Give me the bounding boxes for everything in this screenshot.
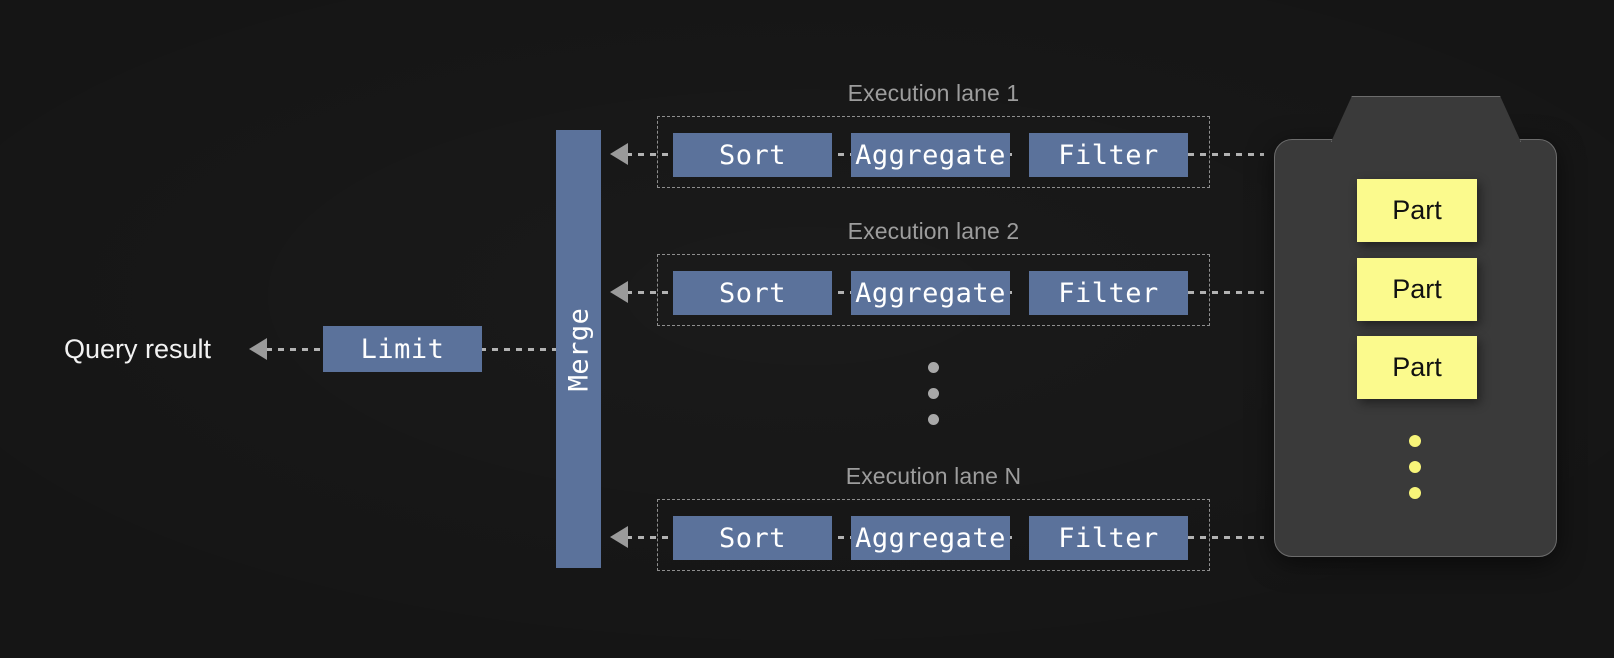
part-ellipsis-dot: [1409, 435, 1421, 447]
arrow-to-query-result: [249, 338, 267, 360]
lane-ellipsis: [928, 362, 939, 425]
limit-operator-label: Limit: [360, 333, 445, 365]
connector-lane-2-to-table: [1188, 291, 1264, 294]
lane-1-operator-aggregate-label: Aggregate: [855, 139, 1006, 171]
lane-1-operator-aggregate[interactable]: Aggregate: [851, 133, 1010, 177]
lane-n-operator-filter-label: Filter: [1058, 522, 1159, 554]
part-box-1[interactable]: Part: [1357, 179, 1477, 242]
connector-lane-n-to-merge: [626, 536, 676, 539]
table-data-tab-seam: [1341, 138, 1511, 142]
lane-n-operator-sort[interactable]: Sort: [673, 516, 832, 560]
lane-2-operator-sort[interactable]: Sort: [673, 271, 832, 315]
connector-lane-n-sort-aggregate: [826, 536, 856, 539]
part-ellipsis-dot: [1409, 461, 1421, 473]
lane-title-1: Execution lane 1: [847, 80, 1020, 106]
lane-1-operator-filter[interactable]: Filter: [1029, 133, 1188, 177]
lane-ellipsis-dot: [928, 362, 939, 373]
connector-merge-to-limit: [480, 348, 558, 351]
connector-lane-1-sort-aggregate: [826, 153, 856, 156]
lane-n-operator-sort-label: Sort: [718, 522, 787, 554]
merge-operator[interactable]: Merge: [556, 130, 601, 568]
lane-n-operator-filter[interactable]: Filter: [1029, 516, 1188, 560]
lane-n-operator-aggregate[interactable]: Aggregate: [851, 516, 1010, 560]
merge-operator-label: Merge: [563, 307, 594, 391]
lane-title-2: Execution lane 2: [847, 218, 1020, 244]
part-box-1-label: Part: [1392, 195, 1442, 225]
lane-2-operator-aggregate[interactable]: Aggregate: [851, 271, 1010, 315]
lane-2-operator-filter-label: Filter: [1058, 277, 1159, 309]
limit-operator[interactable]: Limit: [323, 326, 482, 372]
connector-lane-2-to-merge: [626, 291, 676, 294]
lane-1-operator-sort[interactable]: Sort: [673, 133, 832, 177]
arrow-lane-2-to-merge: [610, 281, 628, 303]
part-ellipsis: [1409, 435, 1421, 499]
arrow-lane-n-to-merge: [610, 526, 628, 548]
query-result-label: Query result: [64, 334, 212, 364]
lane-frame-2: [657, 254, 1210, 326]
part-ellipsis-dot: [1409, 487, 1421, 499]
lane-2-operator-aggregate-label: Aggregate: [855, 277, 1006, 309]
connector-limit-to-result: [266, 348, 326, 351]
lane-title-n: Execution lane N: [845, 463, 1022, 489]
connector-lane-n-to-table: [1188, 536, 1264, 539]
lane-ellipsis-dot: [928, 414, 939, 425]
connector-lane-1-to-table: [1188, 153, 1264, 156]
lane-n-operator-aggregate-label: Aggregate: [855, 522, 1006, 554]
part-box-2[interactable]: Part: [1357, 258, 1477, 321]
lane-frame-1: [657, 116, 1210, 188]
part-box-3[interactable]: Part: [1357, 336, 1477, 399]
connector-lane-2-sort-aggregate: [826, 291, 856, 294]
lane-2-operator-sort-label: Sort: [718, 277, 787, 309]
lane-1-operator-sort-label: Sort: [718, 139, 787, 171]
lane-2-operator-filter[interactable]: Filter: [1029, 271, 1188, 315]
part-box-3-label: Part: [1392, 352, 1442, 382]
table-data-tab: [1331, 96, 1521, 142]
connector-lane-1-to-merge: [626, 153, 676, 156]
lane-frame-n: [657, 499, 1210, 571]
part-box-2-label: Part: [1392, 274, 1442, 304]
lane-1-operator-filter-label: Filter: [1058, 139, 1159, 171]
lane-ellipsis-dot: [928, 388, 939, 399]
arrow-lane-1-to-merge: [610, 143, 628, 165]
